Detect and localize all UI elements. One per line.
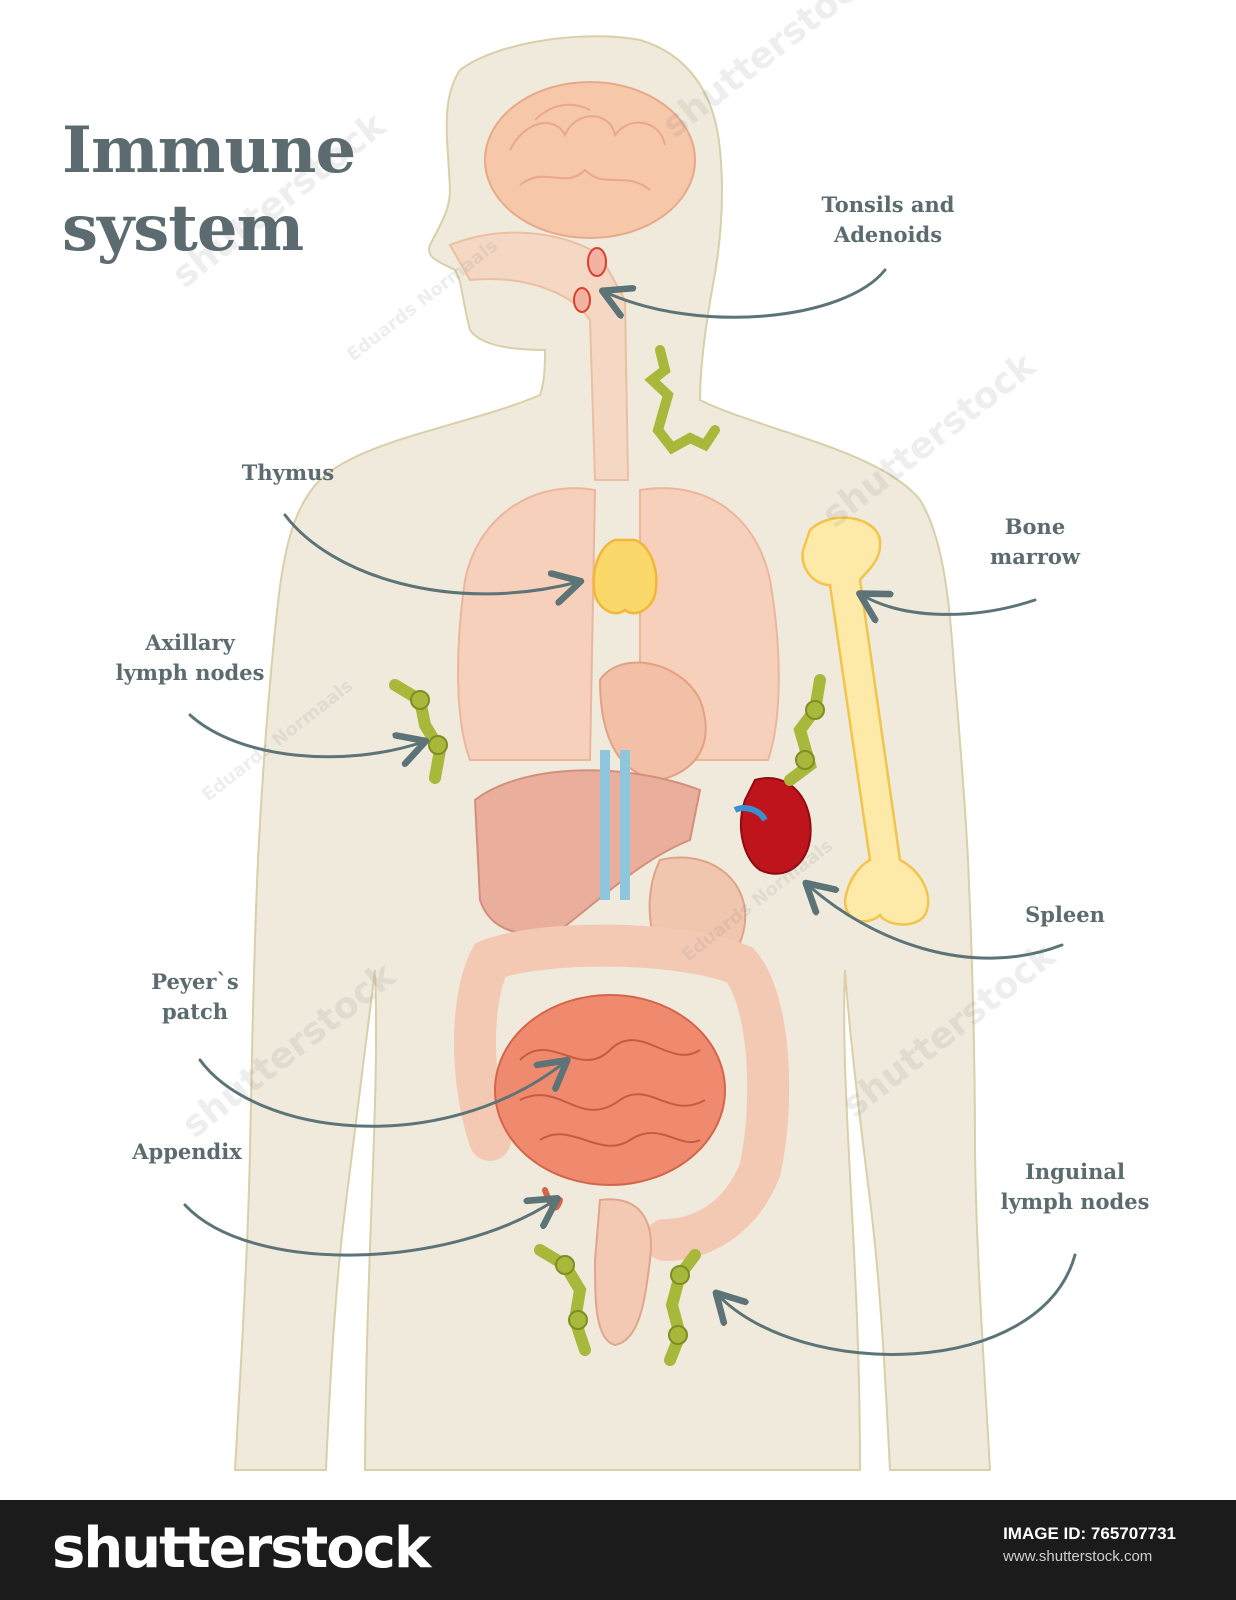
axillary-lymph-node-left	[784, 674, 826, 786]
title-line: system	[62, 191, 304, 266]
footer-bar: shutterstock IMAGE ID: 765707731 www.shu…	[0, 1500, 1236, 1600]
arrows	[183, 268, 1077, 1356]
lymph-nodes	[389, 345, 826, 1366]
shutterstock-logo[interactable]: shutterstock	[52, 1516, 431, 1581]
cervical-lymph-node	[644, 345, 720, 455]
axillary-lymph-node-right	[389, 679, 448, 784]
arrow-thymus	[283, 513, 578, 594]
lungs	[457, 487, 780, 761]
title-line: Immune	[62, 113, 356, 188]
label-inguinal-lymph-nodes: Inguinal lymph nodes	[1000, 1159, 1150, 1214]
arrow-peyers	[198, 1060, 565, 1128]
arm-bone	[801, 516, 930, 926]
page-title: Immune system	[62, 112, 356, 268]
anatomy-illustration	[183, 35, 1077, 1471]
label-spleen: Spleen	[1025, 902, 1105, 927]
blood-vessels	[600, 750, 630, 900]
label-peyers-patch: Peyer`s patch	[151, 969, 239, 1024]
image-id: IMAGE ID: 765707731	[1003, 1524, 1176, 1543]
arrow-axillary	[188, 713, 423, 757]
large-intestine	[454, 924, 790, 1261]
arrow-inguinal	[718, 1253, 1077, 1356]
label-bone-marrow: Bone marrow	[989, 514, 1081, 569]
liver	[473, 769, 702, 935]
thymus	[592, 538, 658, 615]
label-axillary-lymph-nodes: Axillary lymph nodes	[115, 630, 265, 685]
site-link[interactable]: www.shutterstock.com	[1003, 1548, 1153, 1565]
inguinal-lymph-node-left	[664, 1249, 701, 1366]
arrow-tonsils	[605, 268, 887, 317]
image-id-block: IMAGE ID: 765707731 www.shutterstock.com	[1003, 1522, 1176, 1568]
tonsils-adenoids	[573, 247, 607, 313]
rectum	[593, 1198, 652, 1347]
label-appendix: Appendix	[132, 1139, 242, 1164]
arrow-appendix	[183, 1200, 555, 1257]
label-thymus: Thymus	[241, 460, 335, 485]
inguinal-lymph-node-right	[534, 1244, 591, 1356]
spleen	[739, 777, 812, 875]
brain	[484, 81, 696, 239]
arrow-spleen	[808, 885, 1064, 960]
small-intestine	[494, 994, 726, 1186]
body-silhouette	[233, 35, 992, 1471]
label-tonsils-adenoids: Tonsils and Adenoids	[821, 192, 955, 247]
arrow-bone-marrow	[862, 595, 1037, 614]
